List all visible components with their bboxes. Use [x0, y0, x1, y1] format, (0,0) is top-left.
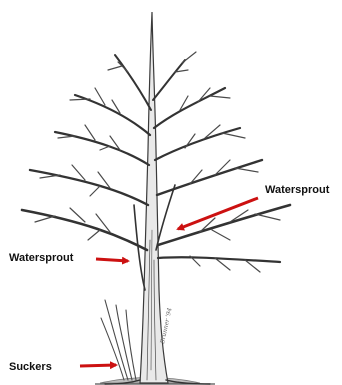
arrow-watersprout-left: [96, 259, 128, 261]
suckers-shoots: [101, 300, 136, 380]
label-watersprout-right: Watersprout: [265, 184, 330, 196]
label-watersprout-left: Watersprout: [9, 252, 74, 264]
arrow-suckers: [80, 365, 116, 366]
arrow-watersprout-right: [178, 198, 258, 229]
label-suckers: Suckers: [9, 361, 52, 373]
